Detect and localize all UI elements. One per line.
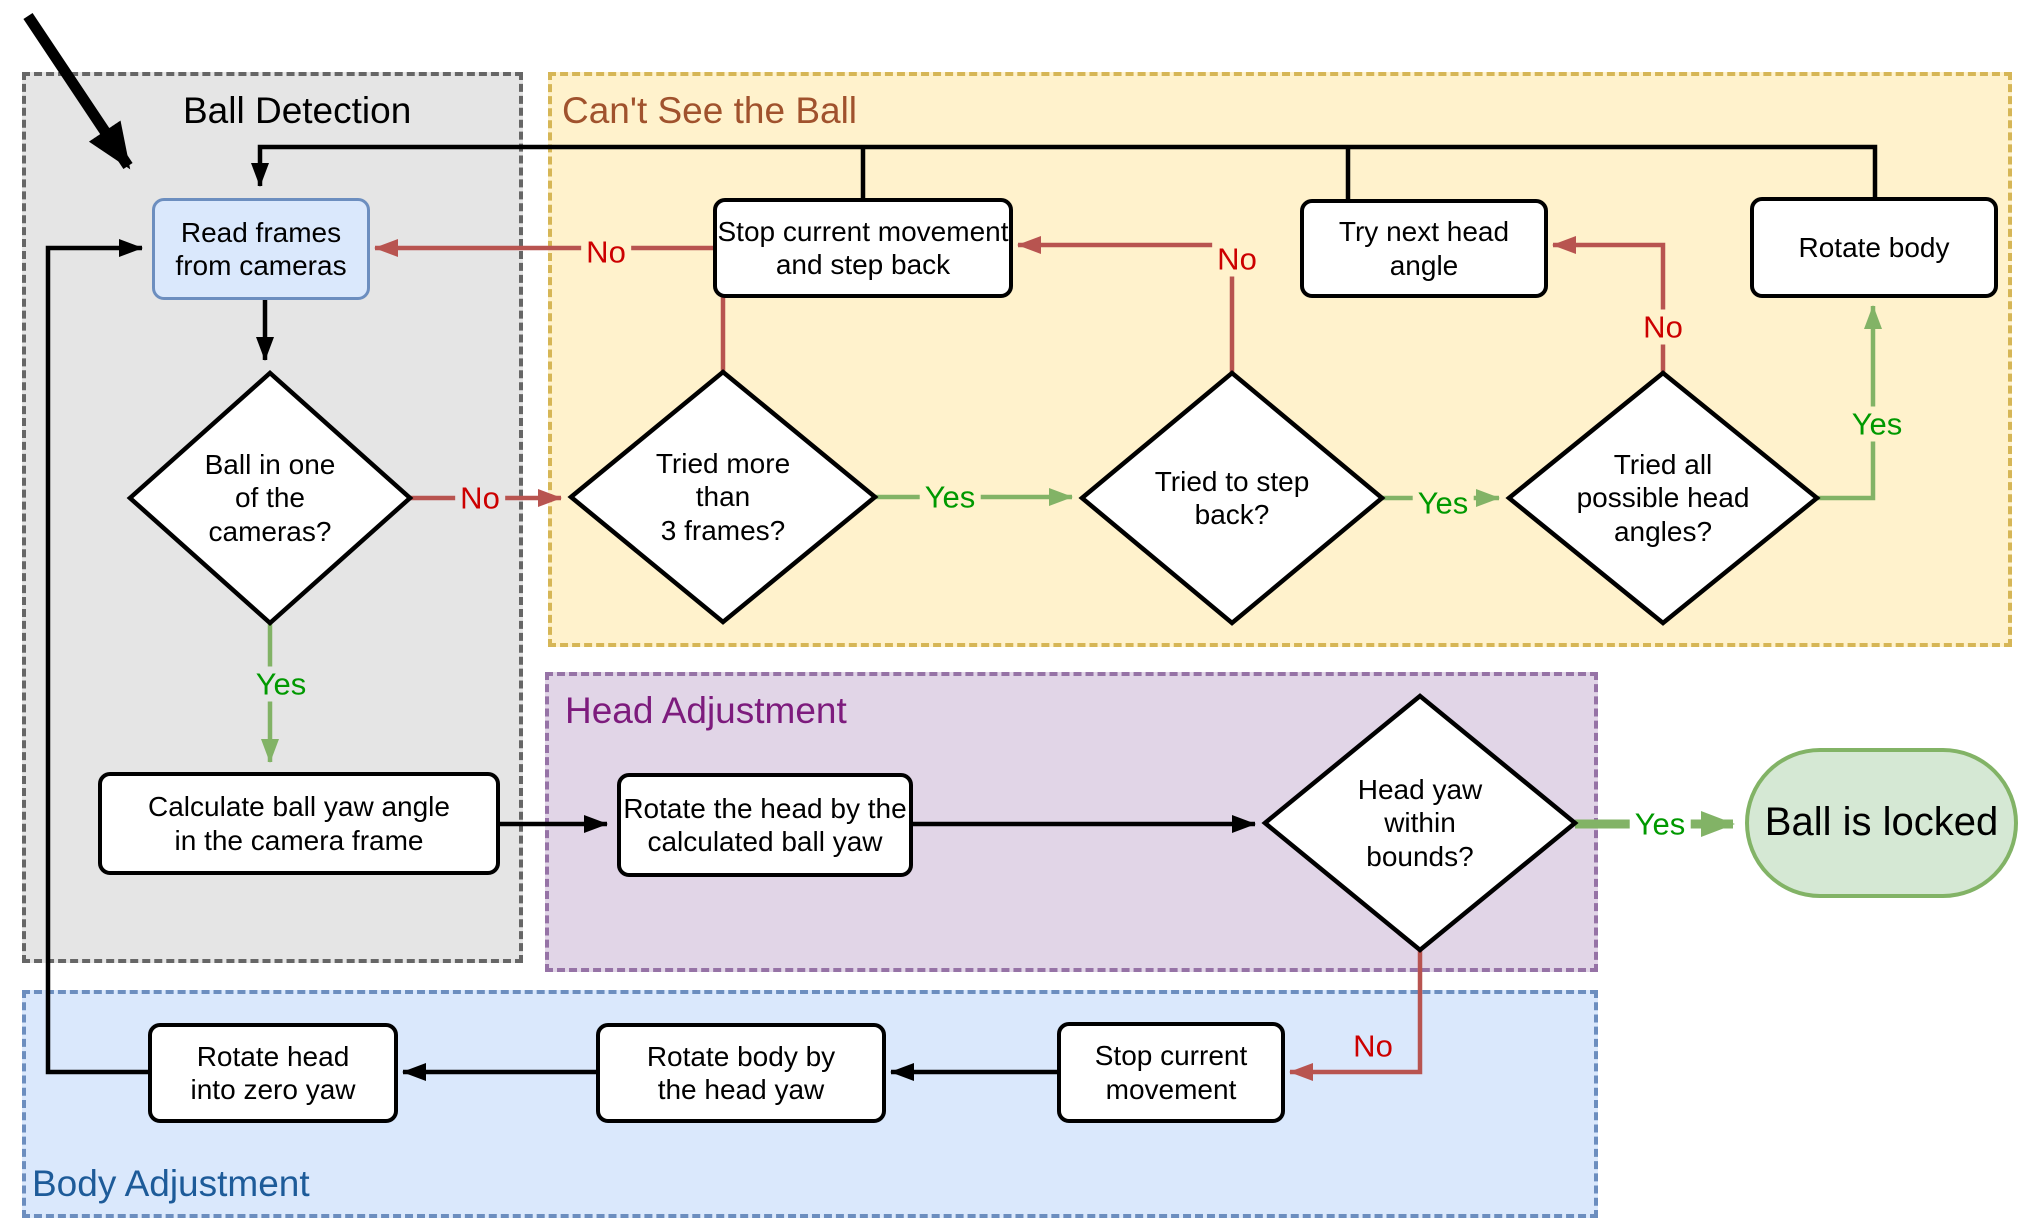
node-rotate-body: Rotate body	[1750, 197, 1998, 298]
node-rotate-body-by: Rotate body by the head yaw	[596, 1023, 886, 1123]
node-rotate-head-by: Rotate the head by the calculated ball y…	[617, 773, 913, 877]
decision-label-tried-step-back: Tried to step back?	[1154, 465, 1310, 530]
edge-return-line-to-read-frames	[251, 144, 1878, 197]
edge-label-yes-tried-3-frames: Yes	[919, 479, 981, 515]
region-title-body-adjustment: Body Adjustment	[32, 1163, 310, 1204]
decision-tried-all-angles	[1505, 370, 1821, 626]
edge-label-no-head-yaw-bounds: No	[1348, 1028, 1398, 1064]
edge-no-tried-3-frames-to-read-frames	[374, 239, 726, 372]
edge-label-no-ball-in-cameras: No	[455, 480, 505, 516]
node-stop-current: Stop current movement	[1057, 1022, 1285, 1123]
region-title-cant-see-the-ball: Can't See the Ball	[562, 90, 858, 131]
node-stop-step-back: Stop current movement and step back	[713, 198, 1013, 298]
decision-label-tried-all-angles: Tried all possible head angles?	[1576, 449, 1750, 547]
edge-no-tried-step-back-to-stop-step-back	[1017, 236, 1235, 373]
decision-tried-3-frames	[567, 369, 879, 625]
region-title-head-adjustment: Head Adjustment	[565, 690, 847, 731]
edge-label-yes-head-yaw-bounds: Yes	[1629, 806, 1691, 842]
edge-label-yes-ball-in-cameras: Yes	[250, 666, 312, 702]
decision-label-head-yaw-bounds: Head yaw within bounds?	[1357, 774, 1483, 872]
decision-tried-step-back	[1078, 370, 1386, 626]
node-ball-locked: Ball is locked	[1745, 748, 2018, 898]
node-read-frames: Read frames from cameras	[152, 198, 370, 300]
edge-label-no-tried-all-angles: No	[1638, 309, 1688, 345]
edge-label-yes-tried-all-angles: Yes	[1846, 406, 1908, 442]
edge-no-head-yaw-bounds-to-stop-current	[1289, 950, 1423, 1081]
decision-head-yaw-bounds	[1261, 693, 1579, 953]
decision-label-ball-in-cameras: Ball in one of the cameras?	[204, 449, 336, 547]
node-rotate-head-zero: Rotate head into zero yaw	[148, 1023, 398, 1123]
edge-label-yes-tried-step-back: Yes	[1412, 485, 1474, 521]
edge-rotate-head-zero-to-read-frames	[45, 239, 148, 1075]
edge-yes-tried-all-angles-to-rotate-body	[1817, 305, 1882, 501]
node-try-next-head: Try next head angle	[1300, 199, 1548, 298]
edge-start-to-read-frames	[23, 12, 133, 170]
region-title-ball-detection: Ball Detection	[183, 90, 412, 131]
edge-label-no-tried-step-back: No	[1212, 241, 1262, 277]
edge-label-no-tried-3-frames: No	[581, 234, 631, 270]
node-calc-ball-yaw: Calculate ball yaw angle in the camera f…	[98, 772, 500, 875]
decision-ball-in-cameras	[126, 369, 414, 627]
decision-label-tried-3-frames: Tried more than 3 frames?	[655, 448, 791, 546]
